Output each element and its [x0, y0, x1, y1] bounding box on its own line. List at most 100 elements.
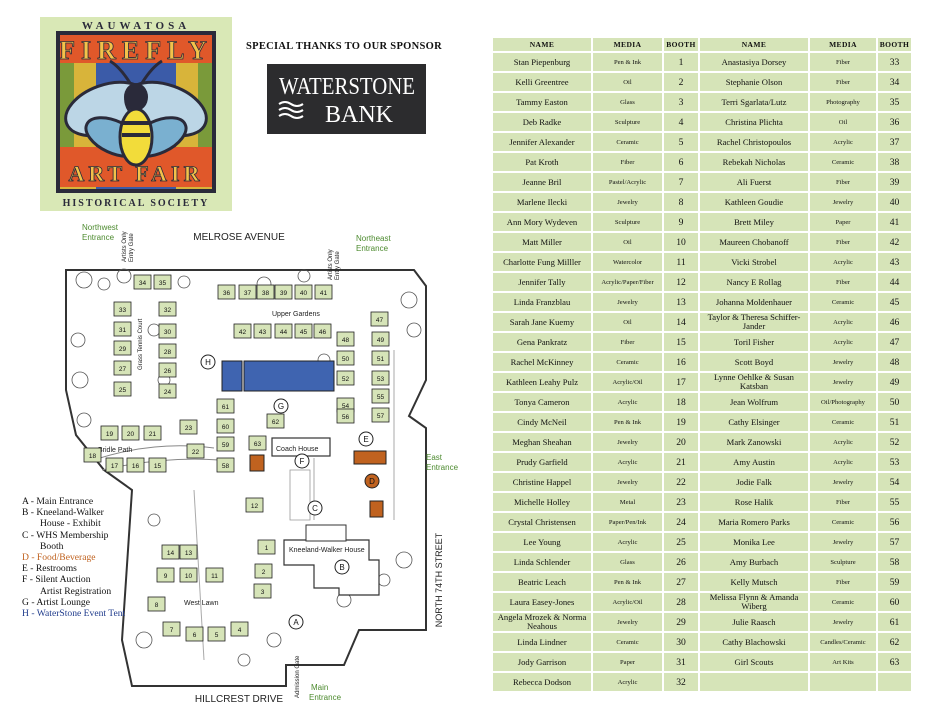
- booth-number: 2: [262, 569, 266, 576]
- media-cell: Fiber: [810, 273, 876, 291]
- artist-name-cell: Rachel Christopoulos: [700, 133, 808, 151]
- artist-name-cell: Jennifer Alexander: [493, 133, 591, 151]
- booth-30: 30: [158, 323, 177, 339]
- booth-cell: 12: [664, 273, 698, 291]
- booth-36: 36: [217, 284, 236, 300]
- booth-19: 19: [100, 425, 119, 441]
- media-cell: Jewelry: [593, 613, 662, 631]
- booth-number: 57: [377, 413, 385, 420]
- booth-cell: 20: [664, 433, 698, 451]
- booth-35: 35: [153, 274, 172, 290]
- artist-name-cell: Kathleen Leahy Pulz: [493, 373, 591, 391]
- booth-52: 52: [336, 370, 355, 386]
- booth-cell: 55: [878, 493, 911, 511]
- media-cell: Oil: [593, 233, 662, 251]
- media-cell: Jewelry: [593, 293, 662, 311]
- header-name: NAME: [700, 38, 808, 51]
- media-cell: Acrylic: [810, 313, 876, 331]
- booth-1: 1: [257, 539, 276, 555]
- legend-item-f-cont: Artist Registration: [40, 585, 112, 597]
- booth-number: 17: [111, 463, 119, 470]
- coach-house-label: Coach House: [276, 446, 319, 453]
- booth-number: 25: [119, 387, 127, 394]
- booth-number: 53: [377, 376, 385, 383]
- legend-item-g: G - Artist Lounge: [22, 596, 90, 608]
- media-cell: Acrylic/Oil: [593, 373, 662, 391]
- artist-name-cell: Terri Sgarlata/Lutz: [700, 93, 808, 111]
- booth-cell: 21: [664, 453, 698, 471]
- booth-46: 46: [313, 323, 332, 339]
- artist-name-cell: Tonya Cameron: [493, 393, 591, 411]
- booth-cell: 33: [878, 53, 911, 71]
- artist-name-cell: Kathleen Goudie: [700, 193, 808, 211]
- artist-name-cell: Scott Boyd: [700, 353, 808, 371]
- booth-cell: 56: [878, 513, 911, 531]
- booth-number: 42: [239, 329, 247, 336]
- booth-9: 9: [156, 567, 175, 583]
- sponsor-thanks-heading: SPECIAL THANKS TO OUR SPONSOR: [246, 41, 443, 52]
- booth-number: 61: [222, 404, 230, 411]
- booth-4: 4: [230, 621, 249, 637]
- booth-12: 12: [245, 497, 264, 513]
- media-cell: Pen & Ink: [593, 573, 662, 591]
- artist-name-cell: Amy Austin: [700, 453, 808, 471]
- media-cell: Jewelry: [810, 533, 876, 551]
- booth-40: 40: [294, 284, 313, 300]
- marker-letter: F: [300, 457, 305, 466]
- booth-cell: 40: [878, 193, 911, 211]
- food-building-2: [353, 450, 387, 465]
- booth-cell: 30: [664, 633, 698, 651]
- booth-number: 11: [211, 573, 218, 580]
- booth-50: 50: [336, 350, 355, 366]
- legend-item-c-cont: Booth: [40, 540, 64, 552]
- artists-gate-left-line2: Entry Gate: [129, 233, 135, 262]
- west-lawn-label: West Lawn: [184, 600, 219, 607]
- kneeland-walker-house-label: Kneeland-Walker House: [289, 547, 365, 554]
- booth-number: 51: [377, 356, 385, 363]
- booth-cell: 6: [664, 153, 698, 171]
- booth-number: 46: [319, 329, 327, 336]
- booth-cell: 34: [878, 73, 911, 91]
- booth-number: 20: [127, 431, 135, 438]
- artist-name-cell: Melissa Flynn & Amanda Wiberg: [700, 593, 808, 611]
- booth-number: 41: [320, 290, 328, 297]
- booth-cell: 61: [878, 613, 911, 631]
- media-cell: Acrylic: [810, 433, 876, 451]
- booth-37: 37: [238, 284, 257, 300]
- booth-33: 33: [113, 301, 132, 317]
- booth-cell: 27: [664, 573, 698, 591]
- booth-58: 58: [216, 457, 235, 473]
- booth-cell: 9: [664, 213, 698, 231]
- booth-56: 56: [336, 408, 355, 424]
- marker-e: E: [358, 431, 374, 447]
- booth-59: 59: [216, 436, 235, 452]
- booth-5: 5: [207, 626, 226, 642]
- waterstone-bank-logo: WATERSTONE BANK: [267, 64, 426, 134]
- logo-line-1: WAUWATOSA: [82, 20, 190, 32]
- booth-26: 26: [158, 362, 177, 378]
- waterstone-event-tent: [243, 360, 335, 392]
- booth-47: 47: [370, 311, 389, 327]
- northwest-entrance-line1: Northwest: [82, 223, 119, 232]
- marker-b: B: [334, 559, 350, 575]
- media-cell: Oil: [593, 73, 662, 91]
- booth-number: 52: [342, 376, 350, 383]
- booth-cell: 46: [878, 313, 911, 331]
- booth-6: 6: [185, 626, 204, 642]
- booth-39: 39: [274, 284, 293, 300]
- booth-20: 20: [121, 425, 140, 441]
- booth-number: 23: [185, 425, 193, 432]
- artist-name-cell: Jody Garrison: [493, 653, 591, 671]
- media-cell: Ceramic: [810, 513, 876, 531]
- artist-name-cell: Marlene Ilecki: [493, 193, 591, 211]
- media-cell: Acrylic: [593, 453, 662, 471]
- media-cell: Photography: [810, 93, 876, 111]
- artist-name-cell: Taylor & Theresa Schiffer-Jander: [700, 313, 808, 331]
